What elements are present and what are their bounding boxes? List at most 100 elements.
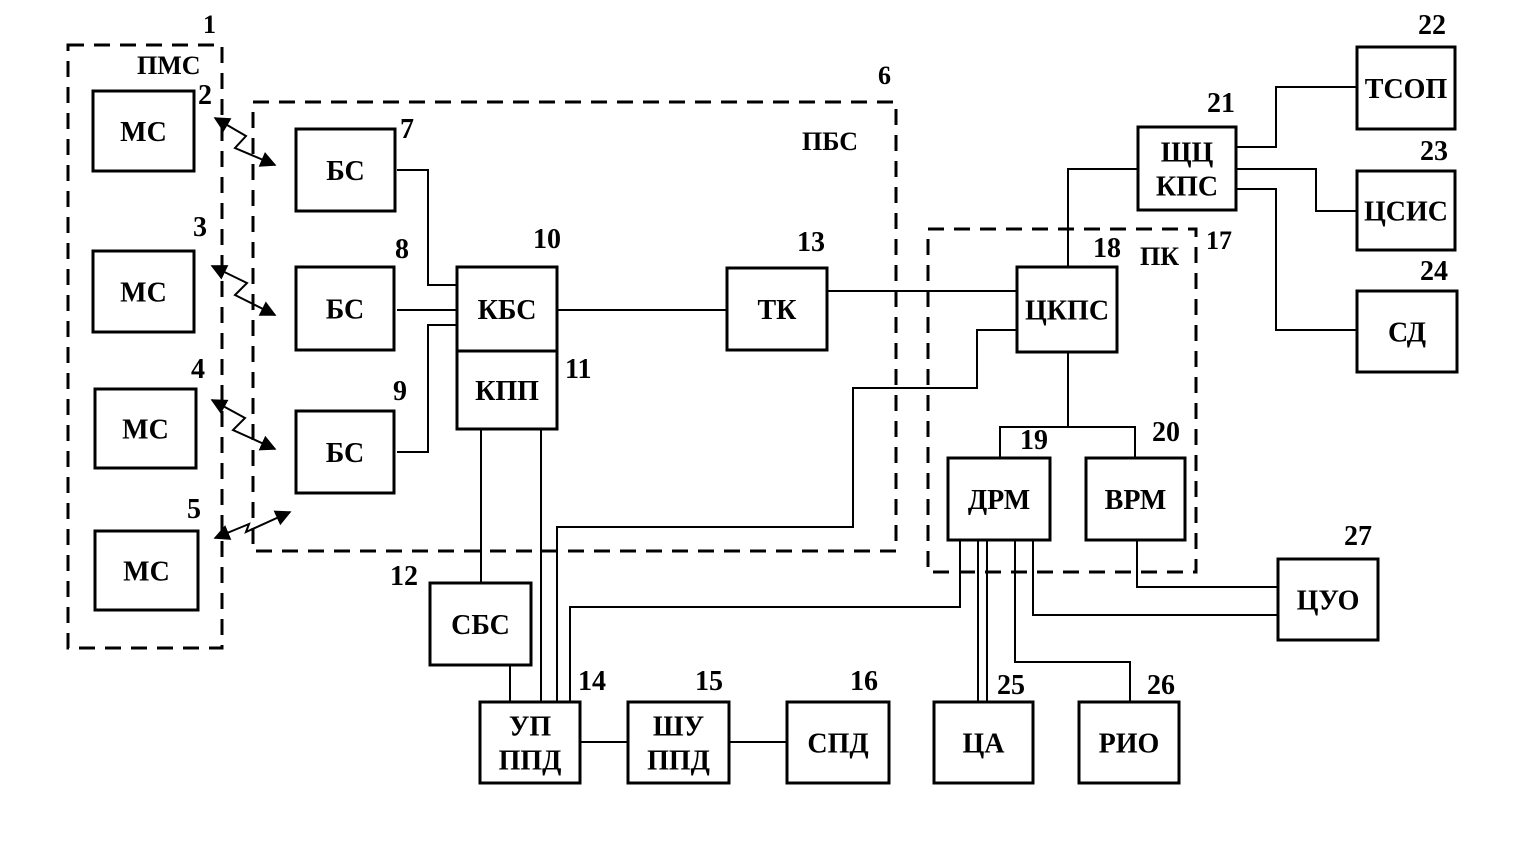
block-tsop-frame [1355,45,1457,131]
block-rio-frame [1077,700,1181,785]
block-sbs-label-1: СБС [451,610,510,641]
block-ms4-number: 4 [191,354,205,385]
block-spd: СПД 16 [785,666,891,785]
block-ms3-label-1: МС [120,278,167,309]
radio-links [210,117,292,540]
group-pbs-label: ПБС [802,127,858,156]
block-tsis-frame [1355,169,1457,252]
block-ms2-frame [91,89,196,173]
block-rio-number: 26 [1147,670,1175,701]
block-ms5-number: 5 [187,494,201,525]
block-ms4: МС 4 [93,354,205,470]
radio-link-5 [213,510,292,540]
block-shch-label-2: КПС [1156,172,1218,203]
block-tsuo: ЦУО 27 [1276,521,1380,642]
block-tsa-frame [932,700,1035,785]
block-upppd-number: 14 [578,666,606,697]
block-sd-frame [1355,289,1459,374]
block-bs7-label-1: БС [326,156,365,187]
block-tskps-label-1: ЦКПС [1025,296,1109,327]
block-spd-label-1: СПД [807,729,868,760]
block-tskps-number: 18 [1093,233,1121,264]
group-pms-number: 1 [203,10,216,39]
block-upppd-frame [478,700,582,785]
block-tsop-label-1: ТСОП [1365,74,1448,105]
block-shuppd-label-2: ППД [647,746,710,777]
block-drm-frame [946,456,1052,542]
block-rio: РИО 26 [1077,670,1181,785]
block-vrm-number: 20 [1152,417,1180,448]
block-kpp: КПП 11 [455,349,591,431]
block-tsuo-number: 27 [1344,521,1372,552]
block-tsop-number: 22 [1418,10,1446,41]
block-ms2-number: 2 [198,80,212,111]
block-tsa-label-1: ЦА [963,729,1006,760]
block-tk-frame [725,266,829,352]
block-tk-label-1: ТК [758,295,798,326]
block-ms5-label-1: МС [123,557,170,588]
group-pms-label: ПМС [137,51,201,80]
block-rio-label-1: РИО [1099,729,1160,760]
block-ms4-label-1: МС [122,415,169,446]
block-bs9: БС9 [294,376,407,495]
block-bs8-label-1: БС [326,295,365,326]
block-ms2-label-1: МС [120,117,167,148]
block-kpp-number: 11 [565,354,591,385]
block-bs7: БС 7 [294,114,414,213]
group-pbs-number: 6 [878,61,891,90]
block-drm-number: 19 [1020,425,1048,456]
block-bs7-frame [294,127,397,213]
block-tk: ТК 13 [725,227,829,352]
block-sbs-frame [428,581,533,667]
block-ms3-frame [91,249,196,334]
block-drm-label-1: ДРМ [968,485,1030,516]
block-tsa-number: 25 [997,670,1025,701]
block-vrm: ВРМ 20 [1084,417,1187,542]
group-pk-outline [926,227,1198,574]
block-tskps: ЦКПС 18 [1015,233,1121,354]
block-vrm-frame [1084,456,1187,542]
group-pk-number: 17 [1206,226,1232,255]
block-ms5-frame [93,529,200,612]
block-kpp-frame [455,349,559,431]
block-tsis-label-1: ЦСИС [1364,197,1448,228]
block-sd-number: 24 [1420,256,1448,287]
block-tsop: ТСОП 22 [1355,10,1457,131]
block-bs9-frame [294,409,396,495]
block-vrm-label-1: ВРМ [1105,485,1167,516]
block-bs8-frame [294,265,396,352]
group-pbs-outline [251,100,898,553]
block-spd-number: 16 [850,666,878,697]
radio-link-2 [213,117,277,167]
block-bs9-label-1: БС [326,438,365,469]
radio-link-3 [210,265,277,316]
block-ms3-number: 3 [193,212,207,243]
block-tskps-frame [1015,265,1119,354]
block-shch-label-1: ЩЦ [1161,138,1214,169]
group-pk-label: ПК [1140,242,1179,271]
radio-link-4 [210,399,277,451]
block-tk-number: 13 [797,227,825,258]
blocks: МС2МС3МС4МС5БС7БС8БС9КБС10КПП11СБС12ТК13… [91,10,1459,785]
block-ms5: МС 5 [93,494,201,612]
block-tsis-number: 23 [1420,136,1448,167]
block-spd-frame [785,700,891,785]
block-shch-frame [1136,125,1238,212]
block-tsis: ЦСИС 23 [1355,136,1457,252]
block-upppd-label-1: УП [509,712,552,743]
block-kpp-label-1: КПП [475,376,539,407]
block-tsuo-label-1: ЦУО [1297,586,1360,617]
block-bs8: БС 8 [294,234,409,352]
block-kbs-label-1: КБС [478,295,537,326]
block-shch-number: 21 [1207,88,1235,119]
block-bs7-number: 7 [400,114,414,145]
block-tsa: ЦА 25 [932,670,1035,785]
group-pms-outline [66,43,224,650]
block-bs8-number: 8 [395,234,409,265]
block-shuppd-label-1: ШУ [653,712,704,743]
